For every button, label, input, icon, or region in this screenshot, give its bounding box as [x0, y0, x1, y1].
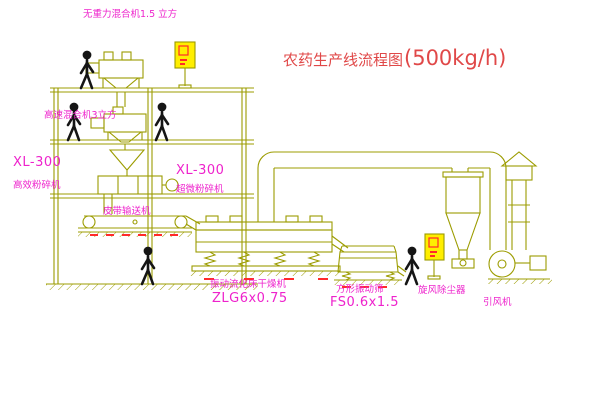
high-speed-mixer	[90, 106, 147, 143]
label-center-model: XL-300	[176, 163, 225, 178]
exhaust-stack	[500, 151, 538, 250]
exhaust-duct	[257, 151, 507, 250]
control-panel-2	[424, 233, 445, 280]
chute-1	[116, 92, 126, 107]
label-center-machine: 超微粉碎机	[176, 184, 224, 195]
label-belt-conveyor: 皮带输送机	[103, 206, 151, 217]
gravity-free-mixer	[85, 51, 144, 89]
person-figure	[154, 101, 170, 142]
person-figure	[404, 245, 420, 286]
belt-conveyor	[82, 215, 201, 236]
title-text: 农药生产线流程图	[283, 51, 404, 69]
control-panel-1	[174, 41, 196, 89]
induced-draft-fan	[488, 250, 552, 284]
person-figure	[79, 49, 95, 90]
label-left-machine: 高效粉碎机	[13, 180, 61, 191]
label-fan: 引风机	[483, 297, 512, 308]
pulverizer	[97, 175, 179, 214]
label-top-mixer: 无重力混合机1.5 立方	[83, 9, 178, 20]
label-high-speed-mixer: 高速混合机3立方	[44, 110, 117, 121]
page-title: 农药生产线流程图 (500kg/h)	[283, 46, 506, 70]
label-left-model: XL-300	[13, 155, 62, 170]
label-sieve: 方形振动筛	[336, 284, 384, 295]
fluid-bed-dryer	[190, 215, 342, 280]
vibrating-sieve	[331, 235, 407, 288]
cyclone-separator	[442, 171, 484, 269]
label-cyclone: 旋风除尘器	[418, 285, 466, 296]
title-capacity: (500kg/h)	[404, 46, 507, 70]
label-dryer-model: ZLG6x0.75	[212, 291, 288, 306]
label-dryer: 振动流化床干燥机	[210, 279, 287, 290]
label-sieve-model: FS0.6x1.5	[330, 295, 400, 310]
hopper	[108, 144, 146, 176]
